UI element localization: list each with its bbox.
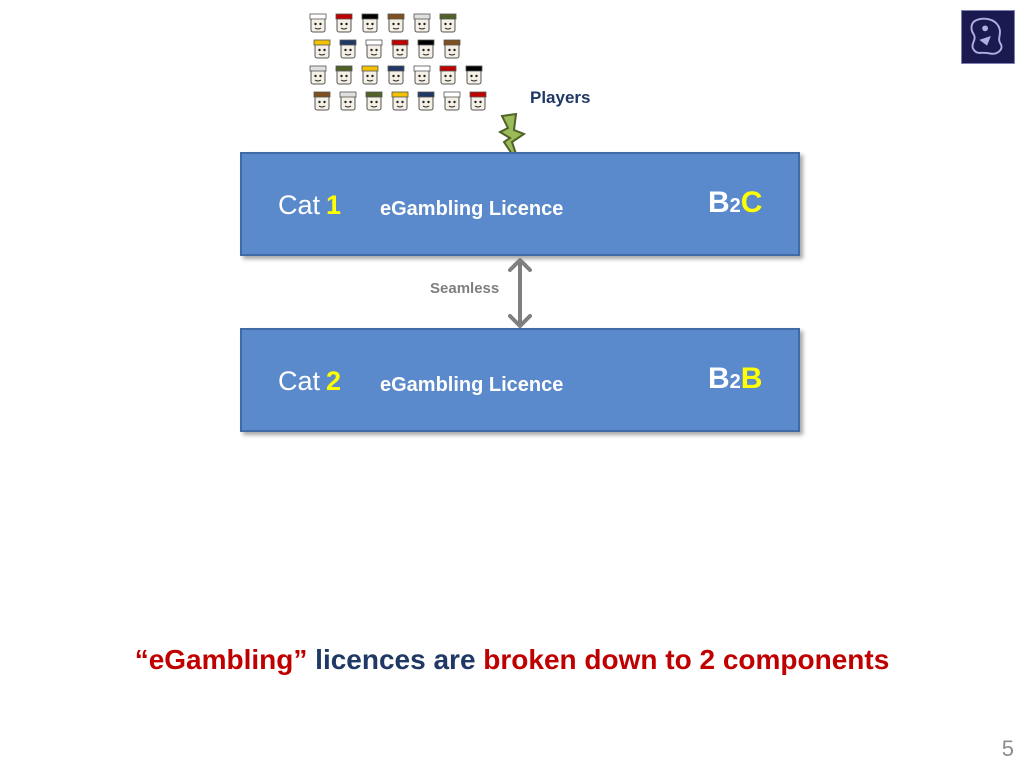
player-face-icon: [465, 65, 483, 85]
player-face-icon: [335, 13, 353, 33]
cat-word: Cat: [278, 366, 321, 396]
player-face-icon: [361, 65, 379, 85]
player-face-icon: [413, 65, 431, 85]
summary-middle: licences are: [307, 644, 484, 675]
cat-number: 1: [326, 190, 342, 220]
player-face-icon: [339, 39, 357, 59]
model-letter-b: C: [740, 186, 763, 219]
player-face-icon: [439, 13, 457, 33]
player-face-icon: [309, 65, 327, 85]
player-face-icon: [309, 13, 327, 33]
summary-emphasis: broken down to 2 components: [483, 644, 890, 675]
player-face-icon: [339, 91, 357, 111]
player-face-icon: [443, 91, 461, 111]
player-face-icon: [313, 39, 331, 59]
summary-quoted-term: “eGambling”: [134, 644, 308, 675]
player-face-icon: [417, 39, 435, 59]
model-letter-a: B: [708, 186, 730, 219]
model-letter-a: B: [708, 362, 730, 395]
crest-logo-icon: [961, 10, 1015, 64]
cat-word: Cat: [278, 190, 321, 220]
cat1-model: B2C: [708, 186, 762, 220]
cat-number: 2: [326, 366, 342, 396]
player-face-icon: [443, 39, 461, 59]
player-face-icon: [335, 65, 353, 85]
cat1-licence-label: eGambling Licence: [380, 198, 564, 220]
player-face-icon: [365, 91, 383, 111]
cat2-model: B2B: [708, 362, 762, 396]
player-face-icon: [361, 13, 379, 33]
cat2-licence-label: eGambling Licence: [380, 374, 564, 396]
model-letter-b: B: [740, 362, 763, 395]
player-face-icon: [439, 65, 457, 85]
player-face-icon: [391, 91, 409, 111]
players-faces-icon: [304, 8, 494, 118]
player-face-icon: [313, 91, 331, 111]
player-face-icon: [387, 65, 405, 85]
player-face-icon: [387, 13, 405, 33]
players-label: Players: [530, 88, 591, 107]
player-face-icon: [469, 91, 487, 111]
player-face-icon: [417, 91, 435, 111]
page-number: 5: [1001, 736, 1014, 761]
player-face-icon: [413, 13, 431, 33]
summary-statement: “eGambling” licences are broken down to …: [0, 644, 1024, 676]
seamless-label: Seamless: [430, 280, 500, 297]
double-arrow-icon: [508, 258, 532, 328]
player-face-icon: [391, 39, 409, 59]
model-two: 2: [729, 371, 741, 393]
player-face-icon: [365, 39, 383, 59]
model-two: 2: [729, 195, 741, 217]
